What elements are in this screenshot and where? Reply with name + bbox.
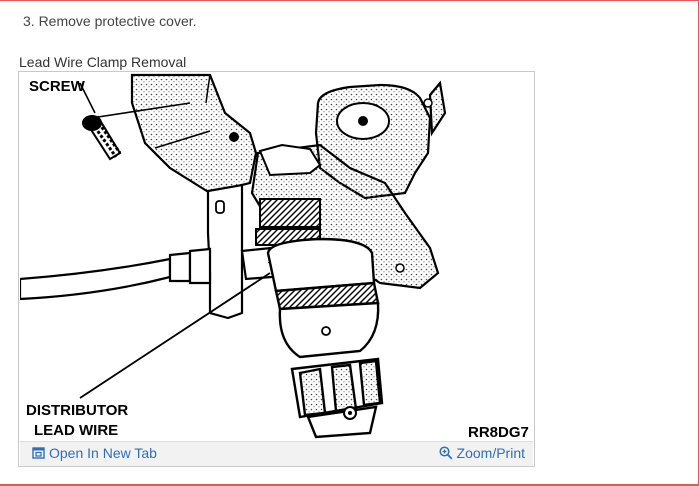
screw-label: SCREW: [29, 78, 86, 95]
drive-gear: [290, 357, 384, 439]
zoom-print-label: Zoom/Print: [456, 445, 525, 461]
zoom-print-link[interactable]: Zoom/Print: [438, 445, 525, 461]
screw-part: [82, 115, 122, 161]
lead-wire-cable: [20, 247, 212, 301]
figure-title: Lead Wire Clamp Removal: [19, 54, 187, 70]
lead-wire-leader: [79, 272, 271, 399]
distributor-label-line2: LEAD WIRE: [34, 422, 118, 439]
open-in-new-tab-label: Open In New Tab: [49, 445, 157, 461]
distributor-shaft-housing: [266, 237, 380, 359]
screw-leader-2: [154, 130, 211, 149]
distributor-illustration[interactable]: SCREW DISTRIBUTOR LEAD WIRE RR8DG7: [20, 73, 533, 440]
open-in-new-tab-icon: [32, 447, 45, 459]
plate-hole: [229, 132, 239, 142]
gear-ring-upper: [259, 198, 321, 228]
open-in-new-tab-link[interactable]: Open In New Tab: [32, 445, 157, 461]
figure-panel: SCREW DISTRIBUTOR LEAD WIRE RR8DG7 Open …: [18, 71, 535, 467]
magnifier-zoom-icon: [438, 446, 452, 460]
screw-leader: [79, 82, 191, 118]
mounting-plate: [130, 73, 258, 195]
clamp-bracket: [206, 183, 244, 320]
distributor-label-line1: DISTRIBUTOR: [26, 402, 128, 419]
step-instruction: 3. Remove protective cover.: [23, 13, 197, 29]
figure-code: RR8DG7: [468, 424, 529, 440]
figure-toolbar: Open In New Tab Zoom/Print: [20, 441, 533, 466]
